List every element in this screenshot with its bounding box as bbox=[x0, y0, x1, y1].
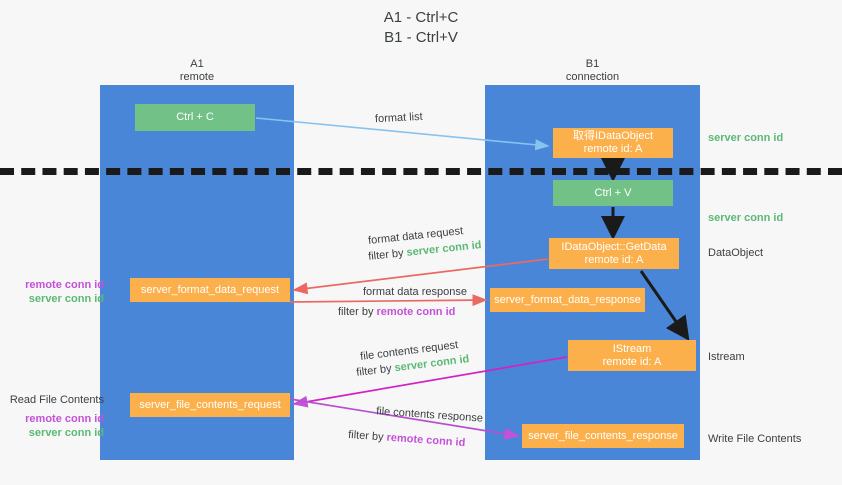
box-ctrl-c[interactable]: Ctrl + C bbox=[135, 104, 255, 131]
label-file-contents-response-filter: filter by remote conn id bbox=[348, 428, 466, 451]
filter-prefix: filter by bbox=[347, 428, 388, 444]
page-title: A1 - Ctrl+C B1 - Ctrl+V bbox=[383, 9, 459, 46]
label-left-conn-ids-1: remote conn id server conn id bbox=[8, 278, 104, 306]
box-ctrl-v[interactable]: Ctrl + V bbox=[553, 180, 673, 206]
label-server-conn-id-top: server conn id bbox=[708, 132, 784, 144]
label-file-contents-response: file contents response bbox=[375, 405, 484, 425]
filter-value-remote-conn-id: remote conn id bbox=[376, 306, 456, 318]
box-idataobject[interactable]: 取得IDataObject remote id: A bbox=[553, 128, 673, 158]
box-server-format-data-request[interactable]: server_format_data_request bbox=[130, 278, 290, 302]
filter-prefix: filter by bbox=[355, 362, 396, 379]
label-left-conn-ids-2: remote conn id server conn id bbox=[8, 412, 104, 440]
box-server-file-contents-response[interactable]: server_file_contents_response bbox=[522, 424, 684, 448]
box-server-file-contents-request[interactable]: server_file_contents_request bbox=[130, 393, 290, 417]
label-server-conn-id-mid: server conn id bbox=[708, 212, 784, 224]
label-read-file-contents: Read File Contents bbox=[9, 394, 104, 406]
label-format-list: format list bbox=[374, 110, 423, 126]
filter-prefix: filter by bbox=[338, 306, 377, 318]
filter-prefix: filter by bbox=[367, 246, 408, 263]
label-server-conn-id-left-2: server conn id bbox=[28, 427, 104, 439]
arrow-format-data-response bbox=[289, 294, 488, 307]
label-server-conn-id-left-1: server conn id bbox=[28, 293, 104, 305]
label-istream: Istream bbox=[708, 351, 745, 363]
label-write-file-contents: Write File Contents bbox=[708, 433, 802, 445]
label-dataobject: DataObject bbox=[708, 247, 764, 259]
box-istream[interactable]: IStream remote id: A bbox=[568, 340, 696, 371]
label-remote-conn-id-1: remote conn id bbox=[25, 279, 104, 291]
label-format-data-response: format data response bbox=[363, 286, 467, 298]
dashed-divider bbox=[0, 168, 842, 175]
lane-header-a1: A1 remote bbox=[179, 58, 215, 83]
box-server-format-data-response[interactable]: server_format_data_response bbox=[490, 288, 645, 312]
filter-value-remote-conn-id: remote conn id bbox=[386, 431, 466, 450]
box-idataobject-getdata[interactable]: IDataObject::GetData remote id: A bbox=[549, 238, 679, 269]
label-remote-conn-id-2: remote conn id bbox=[25, 413, 104, 425]
lane-header-b1: B1 connection bbox=[565, 58, 620, 83]
label-format-data-response-filter: filter by remote conn id bbox=[338, 305, 455, 320]
